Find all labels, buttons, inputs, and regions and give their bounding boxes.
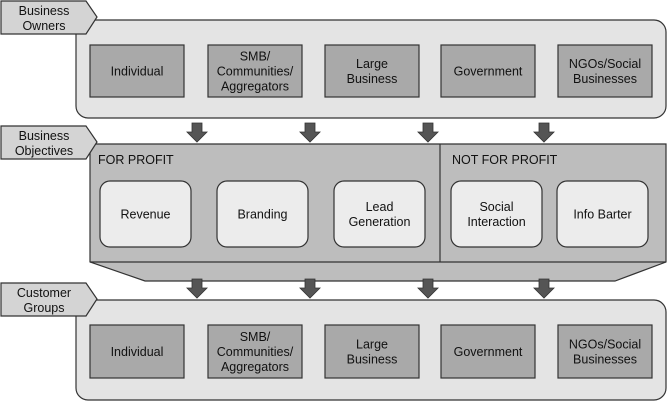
down-arrow-top-1 — [186, 122, 208, 143]
owner-item-2-line-2: Communities/ — [217, 65, 294, 79]
for-profit-item-2: Branding — [216, 180, 309, 248]
arrows-objectives-to-customers — [186, 278, 555, 299]
customers-tag-shape — [0, 282, 98, 317]
not-for-profit-item-2: Info Barter — [556, 180, 649, 248]
down-arrow-top-4 — [533, 122, 555, 143]
owners-tag-shape — [0, 0, 98, 35]
customer-item-box — [89, 324, 185, 379]
objectives-tag-shape — [0, 125, 98, 160]
owners-items: Individual SMB/Communities/Aggregators Lar… — [89, 44, 653, 98]
owner-item-box — [557, 44, 653, 98]
owner-item-2-line-3: Aggregators — [221, 80, 289, 94]
owner-item-box — [440, 44, 536, 98]
down-arrow-top-3 — [417, 122, 439, 143]
customer-item-3-line-2: Business — [347, 353, 398, 367]
owners-tag: Business Owners — [0, 0, 98, 35]
for-profit-item-3-line-1: Lead — [366, 200, 394, 214]
down-arrow-bottom-4 — [533, 278, 555, 299]
for-profit-item-1: Revenue — [99, 180, 192, 248]
customers-tag-line-1: Customer — [17, 286, 71, 300]
objectives-tag-line-2: Objectives — [15, 144, 73, 158]
customer-item-2-line-2: Communities/ — [217, 345, 294, 359]
owner-item-4: Government — [440, 44, 536, 98]
owner-item-2: SMB/Communities/Aggregators — [207, 44, 303, 98]
owner-item-3-line-2: Business — [347, 72, 398, 86]
objectives-tag-line-1: Business — [19, 129, 70, 143]
not-for-profit-item-2-line-1: Info Barter — [573, 208, 631, 222]
not-for-profit-title: NOT FOR PROFIT — [452, 153, 558, 167]
for-profit-item-3-line-2: Generation — [349, 215, 411, 229]
down-arrow-bottom-2 — [299, 278, 321, 299]
customer-item-4: Government — [440, 324, 536, 379]
for-profit-item-1-line-1: Revenue — [120, 208, 170, 222]
customer-items: Individual SMB/Communities/Aggregators Lar… — [89, 324, 653, 379]
customer-item-2-line-3: Aggregators — [221, 360, 289, 374]
customers-tag: Customer Groups — [0, 282, 98, 317]
not-for-profit-item-1-line-1: Social — [479, 200, 513, 214]
customer-item-5-line-2: Businesses — [573, 353, 637, 367]
customer-item-box — [324, 324, 420, 379]
customer-item-4-line-1: Government — [454, 345, 523, 359]
owner-item-box — [207, 44, 303, 98]
owner-item-3-line-1: Large — [356, 57, 388, 71]
customer-item-1: Individual — [89, 324, 185, 379]
owner-item-box — [89, 44, 185, 98]
customer-item-2: SMB/Communities/Aggregators — [207, 324, 303, 379]
customer-item-box — [557, 324, 653, 379]
owner-item-2-line-1: SMB/ — [240, 50, 271, 64]
owners-tag-line-2: Owners — [22, 19, 65, 33]
for-profit-title: FOR PROFIT — [98, 153, 174, 167]
owner-item-1: Individual — [89, 44, 185, 98]
not-for-profit-item-1-line-2: Interaction — [467, 215, 525, 229]
owner-item-box — [324, 44, 420, 98]
down-arrow-bottom-3 — [417, 278, 439, 299]
not-for-profit-item-2-box — [556, 180, 649, 248]
customer-item-5-line-1: NGOs/Social — [569, 338, 641, 352]
owner-item-5-line-1: NGOs/Social — [569, 57, 641, 71]
customer-item-box — [207, 324, 303, 379]
down-arrow-bottom-1 — [186, 278, 208, 299]
not-for-profit-item-1-box — [450, 180, 543, 248]
customer-item-3-line-1: Large — [356, 338, 388, 352]
for-profit-item-3-box — [333, 180, 426, 248]
for-profit-item-2-line-1: Branding — [237, 208, 287, 222]
customers-tag-line-2: Groups — [24, 301, 65, 315]
for-profit-item-1-box — [99, 180, 192, 248]
customer-item-box — [440, 324, 536, 379]
owner-item-1-line-1: Individual — [111, 65, 164, 79]
owner-item-5-line-2: Businesses — [573, 72, 637, 86]
customer-item-2-line-1: SMB/ — [240, 330, 271, 344]
down-arrow-top-2 — [299, 122, 321, 143]
customer-item-1-line-1: Individual — [111, 345, 164, 359]
for-profit-item-2-box — [216, 180, 309, 248]
owners-tag-line-1: Business — [19, 4, 70, 18]
owner-item-4-line-1: Government — [454, 65, 523, 79]
objectives-tag: Business Objectives — [0, 125, 98, 160]
arrows-owners-to-objectives — [186, 122, 555, 143]
